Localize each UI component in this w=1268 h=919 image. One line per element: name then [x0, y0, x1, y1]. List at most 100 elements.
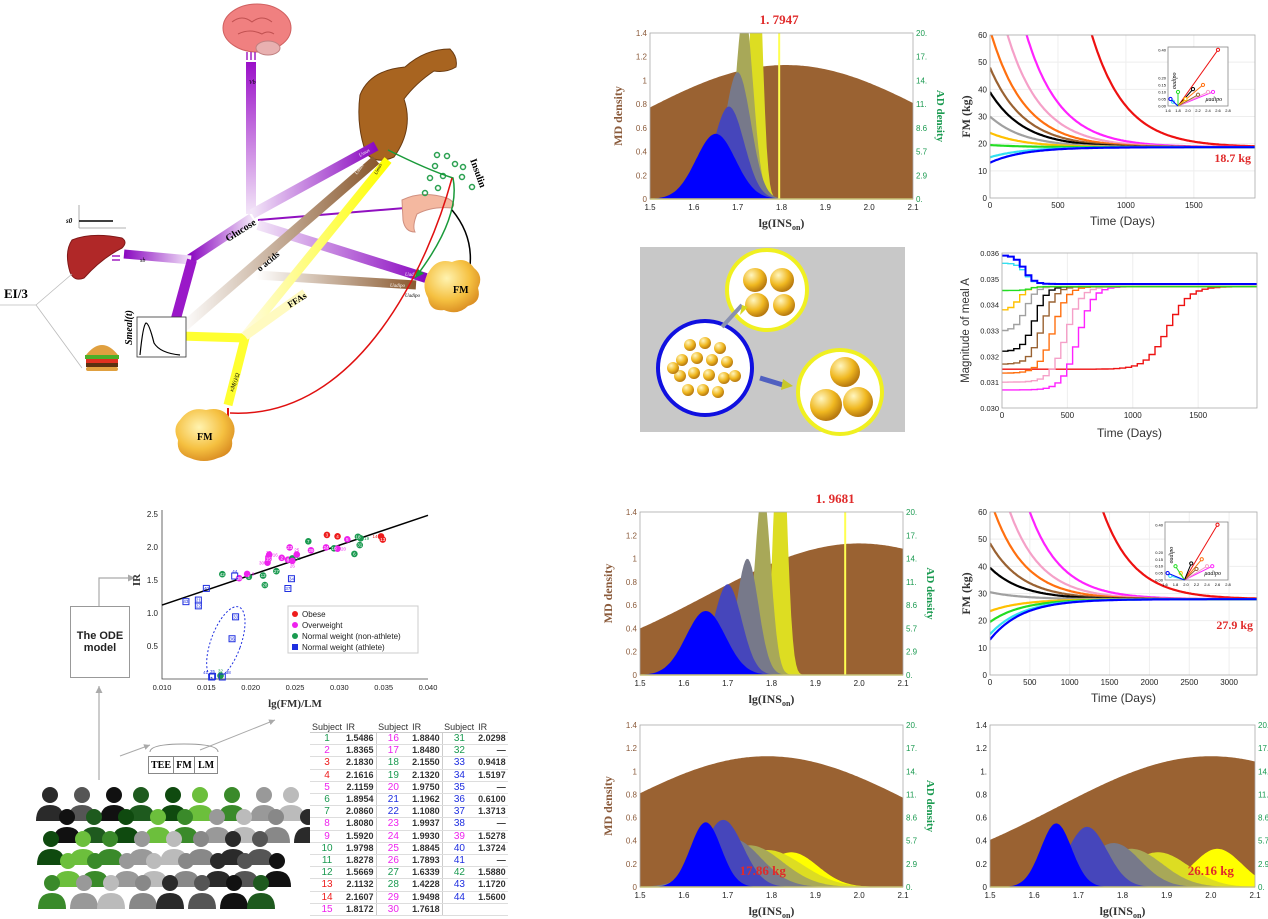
subject-id: 11	[310, 854, 345, 868]
sb-label: sb	[140, 258, 145, 264]
u-adipo-amino-label: Uadipo	[390, 284, 406, 289]
point-label: 34	[289, 576, 295, 581]
y2-axis-label: AD density	[934, 90, 946, 143]
legend-marker	[292, 633, 298, 639]
fm-trajectory-line	[990, 598, 1257, 641]
steady-state-annotation: 27.9 kg	[1216, 618, 1253, 632]
person-silhouette	[156, 875, 184, 909]
y2-tick-label: 5.7	[906, 624, 918, 633]
legend-label: Overweight	[302, 621, 343, 630]
subject-id: 10	[310, 842, 345, 856]
small-fat-sphere	[688, 367, 700, 379]
point-label: 17	[266, 550, 272, 555]
y2-tick-label: 11.	[1258, 790, 1268, 799]
x-tick-label: 0.035	[374, 683, 393, 692]
fm-trajectory-line	[990, 146, 1255, 164]
ad-density-area	[650, 133, 913, 199]
inset-x-tick: 2.0	[1183, 582, 1189, 587]
y-tick-label: 0.034	[980, 301, 999, 310]
y-tick-label: 10	[978, 644, 987, 653]
x-tick-label: 0	[988, 678, 993, 687]
y-tick-label: 0.2	[626, 648, 638, 657]
x-axis-label: lg(INSon)	[749, 692, 795, 708]
inset-x-tick: 2.8	[1225, 108, 1231, 113]
inset-point	[1210, 89, 1216, 95]
x-tick-label: 2.0	[864, 203, 876, 212]
small-fat-sphere	[682, 384, 694, 396]
point-label: 42	[220, 572, 226, 577]
y-tick-label: 0	[643, 195, 648, 204]
point-label: 23	[287, 545, 293, 550]
y-tick-label: 1	[633, 767, 638, 776]
y-tick-label: 1.2	[626, 531, 638, 540]
brain-icon	[222, 3, 292, 56]
person-silhouette	[247, 875, 275, 909]
point-label: 24	[324, 545, 330, 550]
ir-value: 1.5920	[344, 830, 377, 843]
empty-cell	[476, 903, 508, 917]
inset-y-tick: 0.05	[1155, 571, 1164, 576]
data-point	[322, 544, 330, 551]
ir-value: 2.1830	[344, 756, 377, 770]
y-tick-label: 0.2	[636, 171, 648, 180]
point-label: 19	[364, 536, 370, 541]
x-tick-label: 0.020	[241, 683, 260, 692]
y2-tick-label: 20.	[1258, 721, 1268, 730]
y-tick-label: 0.6	[636, 124, 648, 133]
subject-id: 26	[375, 854, 411, 868]
y-tick-label: 0.2	[626, 860, 638, 869]
ir-header: IR	[476, 722, 508, 733]
subject-id: 7	[310, 805, 345, 819]
x-axis-label-part: on	[782, 699, 791, 708]
y2-tick-label: 2.9	[1258, 860, 1268, 869]
ir-value: 1.8172	[344, 903, 377, 917]
plot-frame	[649, 32, 914, 200]
point-label: 10	[332, 546, 338, 551]
meal-step-line	[1002, 285, 1257, 352]
plot-frame	[989, 34, 1256, 199]
point-label: 6	[353, 552, 356, 557]
y2-axis-label: AD density	[924, 780, 936, 833]
ir-value: 1.5486	[344, 732, 377, 746]
y2-tick-label: 14.	[1258, 767, 1268, 776]
subject-header: Subject	[442, 722, 477, 733]
amino-fat-band	[255, 270, 417, 290]
y-tick-label: 2.5	[147, 510, 159, 519]
x-axis-label-part: lg(INS	[759, 216, 793, 230]
point-label: 38	[226, 670, 232, 675]
small-adipocytes-circle	[656, 319, 754, 417]
ir-value: 1.8080	[344, 817, 377, 831]
inset-vector	[1183, 524, 1218, 581]
ffa-muscle-band	[241, 157, 392, 339]
y-axis-label: FM (kg)	[959, 572, 973, 614]
x-tick-label: 1.7	[722, 891, 734, 900]
data-point	[265, 553, 272, 561]
x-tick-label: 1.9	[810, 891, 822, 900]
ir-value: 1.8954	[344, 793, 377, 807]
y2-tick-label: 14.	[916, 76, 927, 85]
adipocyte-growth-diagram	[640, 247, 905, 436]
x-tick-label: 2500	[1180, 678, 1198, 687]
legend-marker	[292, 622, 298, 628]
growth-arrow-right	[759, 375, 784, 388]
y-tick-label: 2.0	[147, 543, 159, 552]
y-tick-label: 0	[633, 671, 638, 680]
y-tick-label: 20	[978, 140, 987, 149]
inset-vector	[1184, 565, 1208, 581]
ir-value: 1.5197	[476, 769, 508, 782]
y2-tick-label: 11.	[906, 578, 917, 587]
ad-density-area	[640, 822, 903, 887]
ei-split-lines	[35, 273, 83, 369]
data-point	[218, 673, 226, 681]
subject-id: 27	[375, 866, 411, 880]
x-tick-label: 2.0	[854, 891, 866, 900]
u-mus-glucose-label: Umus	[359, 149, 372, 159]
inset-vector	[1183, 563, 1192, 581]
